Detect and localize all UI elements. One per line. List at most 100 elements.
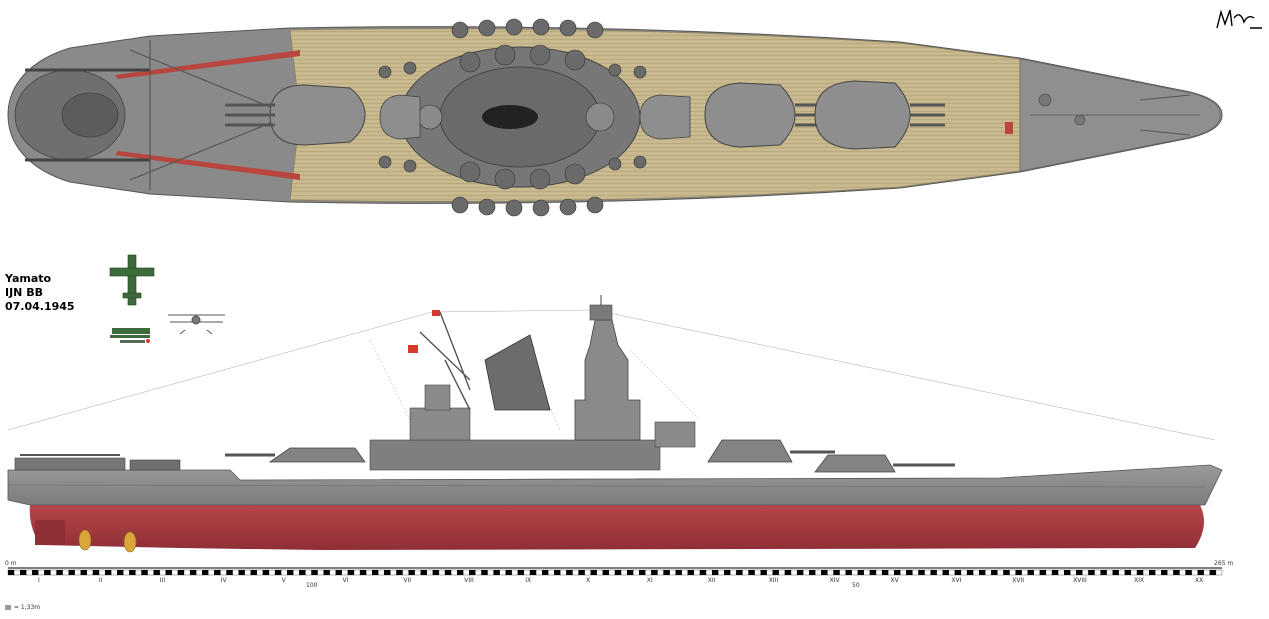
scale-segment — [517, 569, 525, 576]
scale-segment — [1106, 569, 1113, 576]
scale-segment — [171, 569, 179, 576]
scale-segment — [463, 569, 470, 576]
scale-segment — [584, 569, 591, 576]
scale-segment — [851, 569, 858, 576]
scale-segment — [80, 569, 88, 576]
scale-segment — [1161, 569, 1168, 576]
caption-ship-name: Yamato — [5, 272, 52, 285]
scale-segment — [535, 569, 543, 576]
scale-segment — [123, 569, 130, 576]
scale-segment — [1051, 569, 1059, 576]
scale-segment — [13, 569, 21, 576]
scale-segment — [104, 569, 112, 576]
scale-segment — [796, 569, 804, 576]
frame-label: I — [38, 577, 40, 584]
scale-segment — [1142, 569, 1150, 576]
scale-segment — [1088, 569, 1095, 576]
scale-legend: = 1,33m — [5, 604, 40, 611]
frame-label: XI — [646, 577, 653, 584]
scale-segment — [305, 569, 312, 576]
scale-segment — [365, 569, 373, 576]
scale-segment — [359, 569, 367, 576]
scale-segment — [590, 569, 597, 576]
scale-segment — [293, 569, 300, 576]
plan-bow-fittings — [1005, 93, 1200, 136]
profile-hull-grey — [7, 464, 1223, 506]
scale-segment — [353, 569, 361, 576]
scale-segment — [220, 569, 227, 576]
scale-segment — [760, 569, 767, 576]
scale-segment — [900, 569, 907, 576]
scale-segment — [129, 569, 136, 576]
scale-segment — [390, 569, 397, 576]
scale-segment — [645, 569, 652, 576]
scale-segment — [196, 569, 203, 576]
scale-segment — [238, 569, 245, 576]
scale-segment — [268, 569, 276, 576]
scale-segment — [985, 569, 992, 576]
scale-segment — [317, 569, 324, 576]
scale-segment — [602, 569, 610, 576]
scale-segment — [560, 569, 567, 576]
scale-segment — [815, 569, 822, 576]
scale-segment — [542, 569, 549, 576]
scale-segment — [280, 569, 288, 576]
scale-segment — [857, 569, 865, 576]
scale-segment — [906, 569, 913, 576]
profile-flags — [408, 310, 440, 353]
scale-segment — [1130, 569, 1138, 576]
scale-segment — [790, 569, 798, 576]
scale-segment — [554, 569, 561, 576]
scale-end-label: 265 m — [1214, 560, 1234, 567]
scale-segment — [511, 569, 519, 576]
scale-segment — [930, 569, 937, 576]
profile-view — [7, 295, 1223, 553]
scale-segment — [1136, 569, 1144, 576]
scale-segment — [1100, 569, 1107, 576]
scale-segment — [1082, 569, 1089, 576]
scale-segment — [620, 569, 628, 576]
scale-segment — [505, 569, 512, 576]
scale-segment — [444, 569, 452, 576]
scale-segment — [748, 569, 755, 576]
scale-segment — [493, 569, 500, 576]
scale-segment — [766, 569, 773, 576]
scale-segment — [651, 569, 658, 576]
scale-segment — [693, 569, 701, 576]
plan-turret-3 — [225, 84, 366, 146]
scale-segment — [1021, 569, 1028, 576]
scale-segment — [226, 569, 233, 576]
scale-segment — [821, 569, 828, 576]
frame-label: XVI — [951, 577, 962, 584]
scale-segment — [153, 569, 160, 576]
plan-stern-crane — [61, 92, 119, 138]
scale-segment — [481, 569, 488, 576]
scale-segment — [147, 569, 154, 576]
scale-segment — [384, 569, 391, 576]
scale-segment — [669, 569, 676, 576]
frame-label: VIII — [464, 577, 474, 584]
scale-segment — [262, 569, 270, 576]
scale-segment — [1112, 569, 1119, 576]
scale-segment — [1191, 569, 1198, 576]
scale-segment — [888, 569, 895, 576]
scale-mid-label-a: 100 — [306, 582, 318, 589]
scale-segment — [997, 569, 1004, 576]
scale-segment — [626, 569, 634, 576]
scale-segment — [402, 569, 409, 576]
scale-segment — [809, 569, 816, 576]
scale-segment — [966, 569, 974, 576]
caption-date: 07.04.1945 — [5, 300, 75, 313]
scale-segment — [457, 569, 464, 576]
scale-segment — [335, 569, 342, 576]
scale-segment — [1015, 569, 1022, 576]
caption-ship-type: IJN BB — [5, 286, 43, 299]
scale-segment — [718, 569, 725, 576]
scale-segment — [117, 569, 124, 576]
scale-legend-swatch — [5, 605, 11, 610]
frame-label: V — [281, 577, 286, 584]
scale-segment — [378, 569, 385, 576]
scale-segment — [960, 569, 968, 576]
profile-propellers — [78, 529, 137, 553]
